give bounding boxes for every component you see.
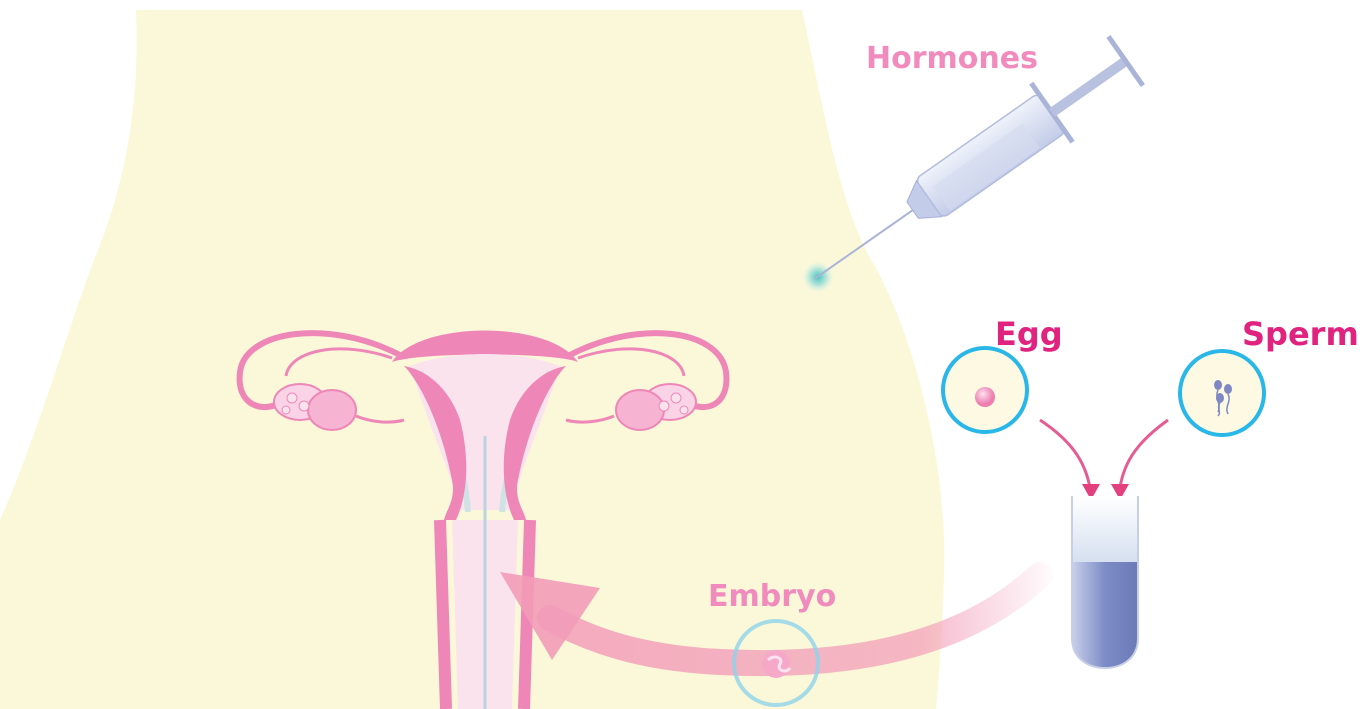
hormones-label: Hormones xyxy=(866,44,1038,74)
embryo-label: Embryo xyxy=(708,582,836,612)
test-tube-icon xyxy=(1072,496,1138,668)
sperm-icon xyxy=(1180,351,1264,435)
fertilization-arrows xyxy=(1040,420,1168,500)
egg-icon xyxy=(943,348,1027,432)
sperm-label: Sperm xyxy=(1242,318,1359,350)
egg-label: Egg xyxy=(995,318,1063,350)
